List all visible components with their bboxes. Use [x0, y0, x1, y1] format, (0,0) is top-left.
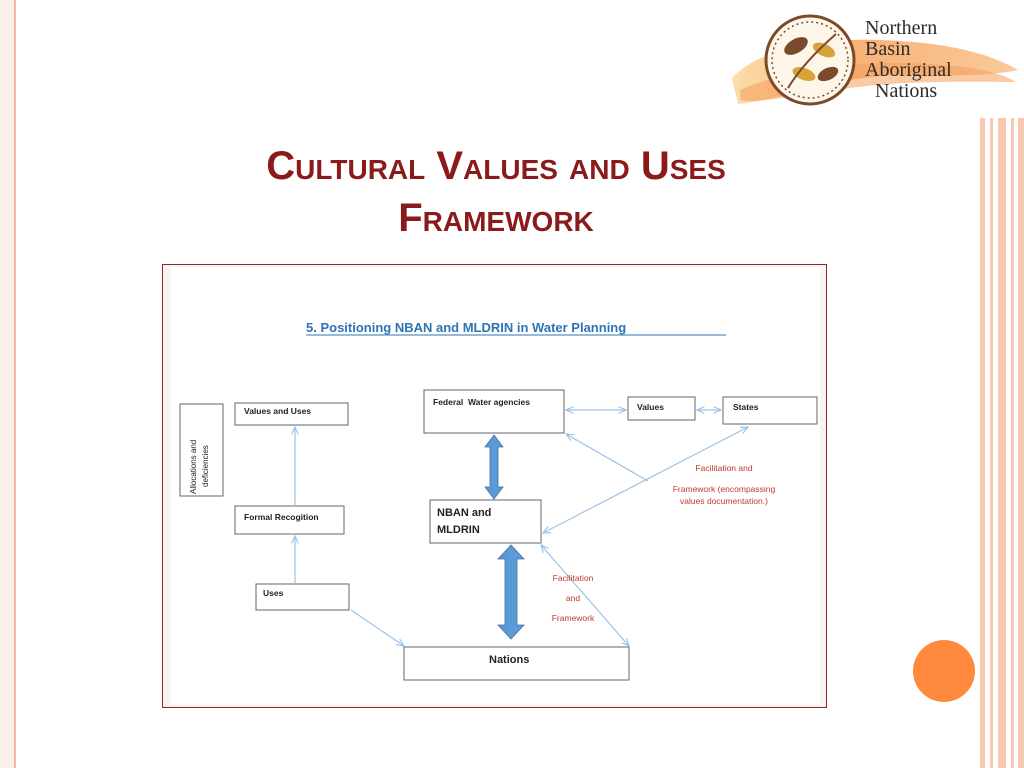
- bidirectional-arrows: [484, 434, 525, 640]
- nations-box: Nations: [403, 646, 630, 681]
- uses-box: Uses: [255, 583, 350, 611]
- slide-title-line-1: Cultural Values and Uses: [266, 144, 726, 188]
- values-and-uses-box: Values and Uses: [234, 402, 349, 426]
- annotation-lower-1: Facilitation: [553, 573, 594, 583]
- slide-title: Cultural Values and Uses Framework: [160, 140, 832, 244]
- allocations-label-1: Allocations and: [189, 440, 198, 494]
- logo-line-3: Aboriginal: [865, 59, 952, 81]
- formal-recognition-label: Formal Recogition: [244, 512, 319, 522]
- annotations: Facilitation and Framework (encompassing…: [552, 463, 776, 623]
- federal-water-agencies-label: Federal Water agencies: [433, 397, 530, 407]
- right-decorative-stripes: [978, 118, 1024, 768]
- states-box: States: [722, 396, 818, 425]
- accent-circle: [913, 640, 975, 702]
- federal-water-agencies-box: Federal Water agencies: [423, 389, 565, 434]
- arrow-federal-nban: [484, 434, 504, 500]
- allocations-box: Allocations and deficiencies: [179, 403, 224, 497]
- logo-line-1: Northern: [865, 17, 938, 39]
- diagram-canvas: 5. Positioning NBAN and MLDRIN in Water …: [179, 320, 818, 681]
- left-decorative-rule: [0, 0, 16, 768]
- logo-wordmark: Northern Basin Aboriginal Nations: [865, 18, 952, 102]
- annotation-right-1: Facilitation and: [695, 463, 752, 473]
- nban-label-2: MLDRIN: [437, 524, 480, 536]
- values-box: Values: [627, 396, 696, 421]
- annotation-lower-3: Framework: [552, 613, 595, 623]
- formal-recognition-box: Formal Recogition: [234, 505, 345, 535]
- diagram-image: 5. Positioning NBAN and MLDRIN in Water …: [162, 264, 827, 708]
- annotation-right-3: values documentation.): [680, 496, 768, 506]
- nban-label-1: NBAN and: [437, 507, 491, 519]
- uses-label: Uses: [263, 588, 284, 598]
- nban-logo: [732, 14, 1018, 106]
- logo-line-4: Nations: [875, 80, 938, 102]
- arrow-nban-nations: [497, 544, 525, 640]
- states-label: States: [733, 402, 759, 412]
- allocations-label-2: deficiencies: [201, 445, 210, 487]
- annotation-right-2: Framework (encompassing: [673, 484, 776, 494]
- values-label: Values: [637, 402, 664, 412]
- values-and-uses-label: Values and Uses: [244, 406, 311, 416]
- nban-mldrin-box: NBAN and MLDRIN: [429, 499, 542, 544]
- nations-label: Nations: [489, 654, 529, 666]
- annotation-lower-2: and: [566, 593, 580, 603]
- connectors: [295, 410, 748, 646]
- logo-line-2: Basin: [865, 38, 911, 60]
- diagram-heading: 5. Positioning NBAN and MLDRIN in Water …: [306, 320, 626, 335]
- slide-title-line-2: Framework: [398, 196, 594, 240]
